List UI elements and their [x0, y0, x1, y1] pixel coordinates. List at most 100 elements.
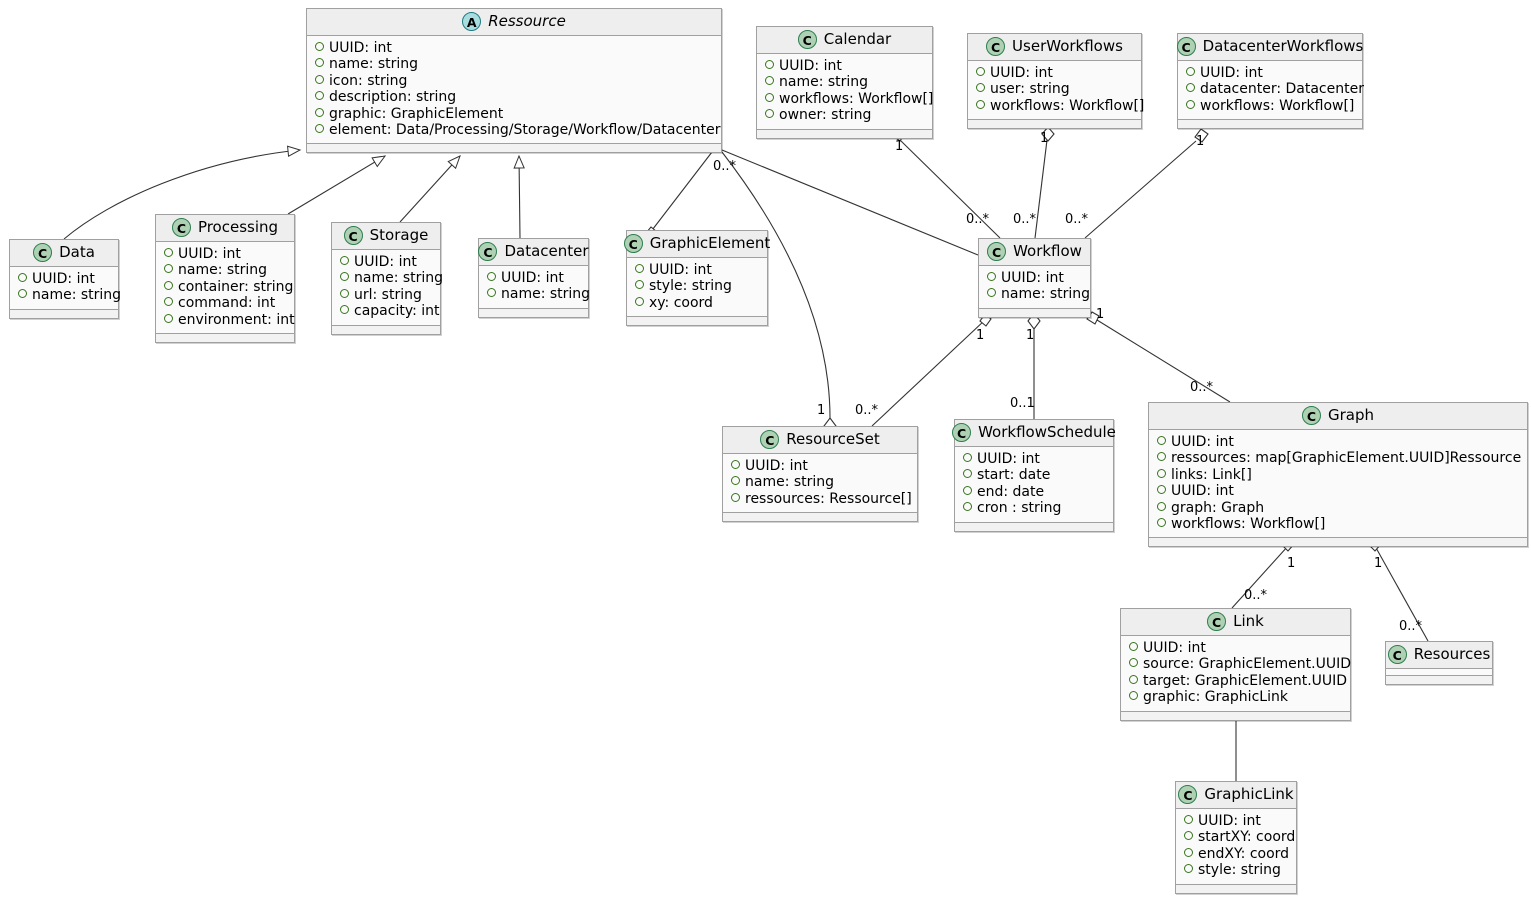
attribute-row: description: string	[315, 89, 713, 105]
attribute-label: startXY: coord	[1198, 829, 1296, 846]
multiplicity-label: 1	[1096, 307, 1105, 322]
multiplicity-label: 0..*	[1190, 380, 1214, 395]
visibility-public-icon	[765, 60, 774, 69]
multiplicity-label: 0..1	[1010, 396, 1035, 411]
visibility-public-icon	[315, 42, 324, 51]
class-methods-ressource	[307, 144, 721, 153]
class-name-workflowschedule: WorkflowSchedule	[978, 423, 1116, 441]
visibility-public-icon	[635, 264, 644, 273]
attribute-row: style: string	[635, 278, 759, 294]
attribute-label: cron : string	[977, 500, 1062, 517]
attribute-row: graphic: GraphicLink	[1129, 689, 1342, 705]
visibility-public-icon	[1157, 501, 1166, 511]
visibility-public-icon	[963, 502, 972, 512]
attribute-row: workflows: Workflow[]	[1157, 516, 1519, 532]
attribute-label: icon: string	[329, 72, 408, 89]
multiplicity-label: 1	[1026, 328, 1035, 343]
attribute-row: name: string	[987, 286, 1090, 302]
attribute-label: workflows: Workflow[]	[990, 97, 1145, 114]
attribute-row: UUID: int	[315, 40, 713, 56]
multiplicity-label: 1	[895, 139, 904, 154]
attribute-label: UUID: int	[501, 270, 564, 286]
attribute-label: xy: coord	[649, 294, 713, 311]
attribute-label: name: string	[1001, 286, 1091, 303]
attribute-row: UUID: int	[635, 262, 759, 278]
attribute-row: UUID: int	[1184, 813, 1288, 829]
visibility-public-icon	[1157, 452, 1166, 462]
visibility-public-icon	[1184, 864, 1193, 874]
visibility-public-icon	[731, 492, 740, 502]
class-name-processing: Processing	[197, 218, 279, 236]
visibility-public-icon	[164, 313, 173, 323]
multiplicity-label: 1	[1040, 131, 1049, 146]
attribute-label: UUID: int	[779, 58, 842, 74]
attribute-row: container: string	[164, 279, 293, 295]
attribute-row: graph: Graph	[1157, 500, 1519, 516]
attribute-label: owner: string	[779, 107, 872, 124]
attribute-label: datacenter: Datacenter	[1200, 81, 1364, 98]
attribute-row: capacity: int	[340, 303, 440, 319]
attribute-label: UUID: int	[977, 451, 1040, 467]
attribute-label: user: string	[990, 81, 1070, 98]
attribute-label: UUID: int	[990, 65, 1053, 81]
attribute-label: UUID: int	[354, 254, 417, 270]
visibility-public-icon	[1157, 518, 1166, 528]
class-methods-resourceset	[723, 513, 917, 522]
visibility-public-icon	[164, 248, 173, 257]
attribute-row: endXY: coord	[1184, 846, 1289, 862]
class-methods-graph	[1149, 538, 1527, 547]
attribute-label: UUID: int	[1171, 483, 1234, 500]
multiplicity-label: 1	[1196, 134, 1205, 149]
visibility-public-icon	[635, 296, 644, 306]
attribute-row: links: Link[]	[1157, 467, 1519, 483]
attribute-row: start: date	[963, 467, 1105, 483]
edge-processing-inherits-ressource	[287, 155, 387, 215]
multiplicity-label: 0..*	[713, 159, 737, 174]
class-name-storage: Storage	[369, 226, 429, 244]
attribute-row: startXY: coord	[1184, 829, 1295, 845]
edge-datacenterworkflows-workflow	[1084, 140, 1197, 239]
attribute-label: UUID: int	[1200, 65, 1263, 81]
attribute-label: UUID: int	[32, 271, 95, 287]
class-name-datacenter: Datacenter	[504, 242, 589, 260]
attribute-row: ressources: map[GraphicElement.UUID]Ress…	[1157, 450, 1521, 466]
class-methods-data	[10, 309, 118, 318]
attribute-row: workflows: Workflow[]	[765, 91, 933, 107]
attribute-row: UUID: int	[963, 451, 1105, 467]
attribute-label: UUID: int	[1001, 270, 1064, 286]
attribute-label: name: string	[501, 286, 591, 303]
visibility-public-icon	[340, 256, 349, 265]
visibility-public-icon	[340, 288, 349, 298]
multiplicity-label: 0..*	[1399, 619, 1423, 634]
attribute-row: UUID: int	[987, 270, 1082, 286]
attribute-row: UUID: int	[1157, 434, 1519, 450]
